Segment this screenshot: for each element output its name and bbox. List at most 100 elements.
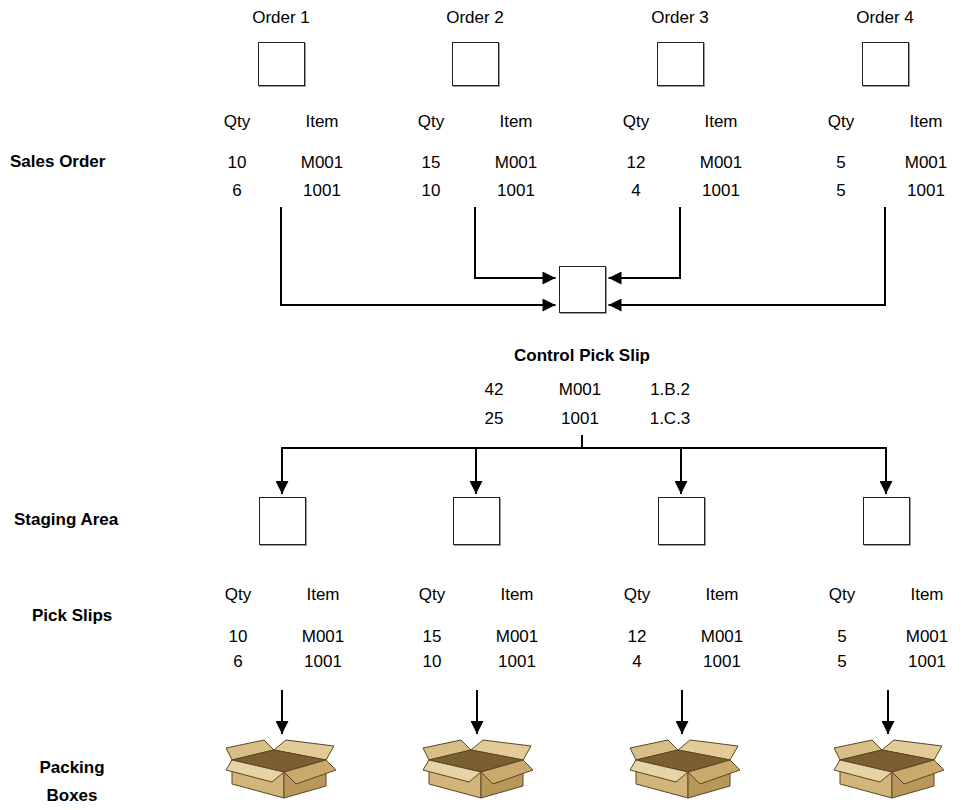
quantity: 12 xyxy=(627,153,646,173)
quantity: 4 xyxy=(632,652,641,672)
quantity: 10 xyxy=(228,153,247,173)
column-header: Qty xyxy=(623,112,649,132)
item-code: 1001 xyxy=(908,652,946,672)
item-code: 1001 xyxy=(497,181,535,201)
box-outline xyxy=(863,497,910,545)
quantity: 15 xyxy=(422,153,441,173)
box-outline xyxy=(453,497,500,545)
column-header: Item xyxy=(705,585,738,605)
column-header: Qty xyxy=(225,585,251,605)
pack-arrow xyxy=(887,690,889,734)
row-label: Packing Boxes xyxy=(30,754,114,810)
item-code: 1001 xyxy=(702,181,740,201)
staging-node: Qty Item 15 M001 10 1001 xyxy=(386,497,566,678)
item-code: M001 xyxy=(700,153,743,173)
row-label: Staging Area xyxy=(14,506,118,534)
packing-box xyxy=(226,740,336,798)
box-outline xyxy=(259,497,306,545)
box-outline xyxy=(862,42,909,86)
order-node: Order 4 Qty Item 5 M001 5 1001 xyxy=(795,8,964,207)
quantity: 6 xyxy=(233,652,242,672)
flow-arrow xyxy=(609,207,886,305)
location-code: 1.C.3 xyxy=(650,409,691,429)
column-header: Qty xyxy=(829,585,855,605)
item-code: 1001 xyxy=(498,652,536,672)
item-code: M001 xyxy=(302,627,345,647)
location-code: 1.B.2 xyxy=(650,380,690,400)
quantity: 10 xyxy=(422,181,441,201)
quantity: 4 xyxy=(631,181,640,201)
flow-arrow xyxy=(475,207,556,278)
packing-box xyxy=(630,740,740,798)
quantity: 10 xyxy=(423,652,442,672)
item-code: 1001 xyxy=(561,409,599,429)
quantity: 42 xyxy=(485,380,504,400)
flow-arrow xyxy=(476,435,582,494)
column-header: Qty xyxy=(224,112,250,132)
column-header: Qty xyxy=(624,585,650,605)
packing-box xyxy=(834,740,944,798)
flow-arrow xyxy=(582,435,681,494)
column-header: Item xyxy=(910,585,943,605)
box-outline xyxy=(559,266,606,313)
column-header: Item xyxy=(704,112,737,132)
item-code: M001 xyxy=(301,153,344,173)
staging-node: Qty Item 5 M001 5 1001 xyxy=(796,497,964,678)
quantity: 6 xyxy=(232,181,241,201)
column-header: Item xyxy=(499,112,532,132)
box-outline xyxy=(658,497,705,545)
order-node: Order 3 Qty Item 12 M001 4 1001 xyxy=(590,8,770,207)
column-header: Item xyxy=(306,585,339,605)
flow-arrow xyxy=(609,207,681,278)
item-code: 1001 xyxy=(304,652,342,672)
column-header: Qty xyxy=(828,112,854,132)
item-code: 1001 xyxy=(303,181,341,201)
quantity: 10 xyxy=(229,627,248,647)
item-code: M001 xyxy=(906,627,949,647)
slip-title: Control Pick Slip xyxy=(514,346,650,366)
flow-arrow xyxy=(281,207,556,305)
box-outline xyxy=(657,42,704,86)
column-header: Item xyxy=(500,585,533,605)
order-node: Order 2QtyItem15M001101001 xyxy=(385,8,565,207)
quantity: 12 xyxy=(628,627,647,647)
staging-node: Qty Item 12 M001 4 1001 xyxy=(591,497,771,678)
flow-arrow xyxy=(282,435,582,494)
quantity: 5 xyxy=(836,153,845,173)
control-node: Control Pick Slip 42 M001 1.B.2 25 1001 1.C.3 xyxy=(452,266,712,435)
quantity: 5 xyxy=(837,627,846,647)
column-header: Qty xyxy=(419,585,445,605)
column-header: Qty xyxy=(418,112,444,132)
row-label: Pick Slips xyxy=(32,602,112,630)
item-code: 1001 xyxy=(907,181,945,201)
pack-arrow xyxy=(476,690,478,734)
box-outline xyxy=(452,42,499,86)
column-header: Item xyxy=(909,112,942,132)
item-code: 1001 xyxy=(703,652,741,672)
item-code: M001 xyxy=(559,380,602,400)
item-code: M001 xyxy=(496,627,539,647)
flow-arrow xyxy=(582,435,886,494)
order-label: Order 3 xyxy=(651,8,709,28)
quantity: 5 xyxy=(837,652,846,672)
order-label: Order 2 xyxy=(446,8,504,28)
row-label: Sales Order xyxy=(10,148,105,176)
item-code: M001 xyxy=(905,153,948,173)
pack-arrow xyxy=(681,690,683,734)
column-header: Item xyxy=(305,112,338,132)
staging-node: Qty Item 10 M001 6 1001 xyxy=(192,497,372,678)
quantity: 5 xyxy=(836,181,845,201)
order-label: Order 4 xyxy=(856,8,914,28)
order-label: Order 1 xyxy=(252,8,310,28)
packing-box xyxy=(423,740,533,798)
order-node: Order 1 Qty Item 10 M001 6 1001 xyxy=(191,8,371,207)
quantity: 15 xyxy=(423,627,442,647)
box-outline xyxy=(258,42,305,86)
item-code: M001 xyxy=(701,627,744,647)
quantity: 25 xyxy=(485,409,504,429)
pack-arrow xyxy=(281,690,283,734)
